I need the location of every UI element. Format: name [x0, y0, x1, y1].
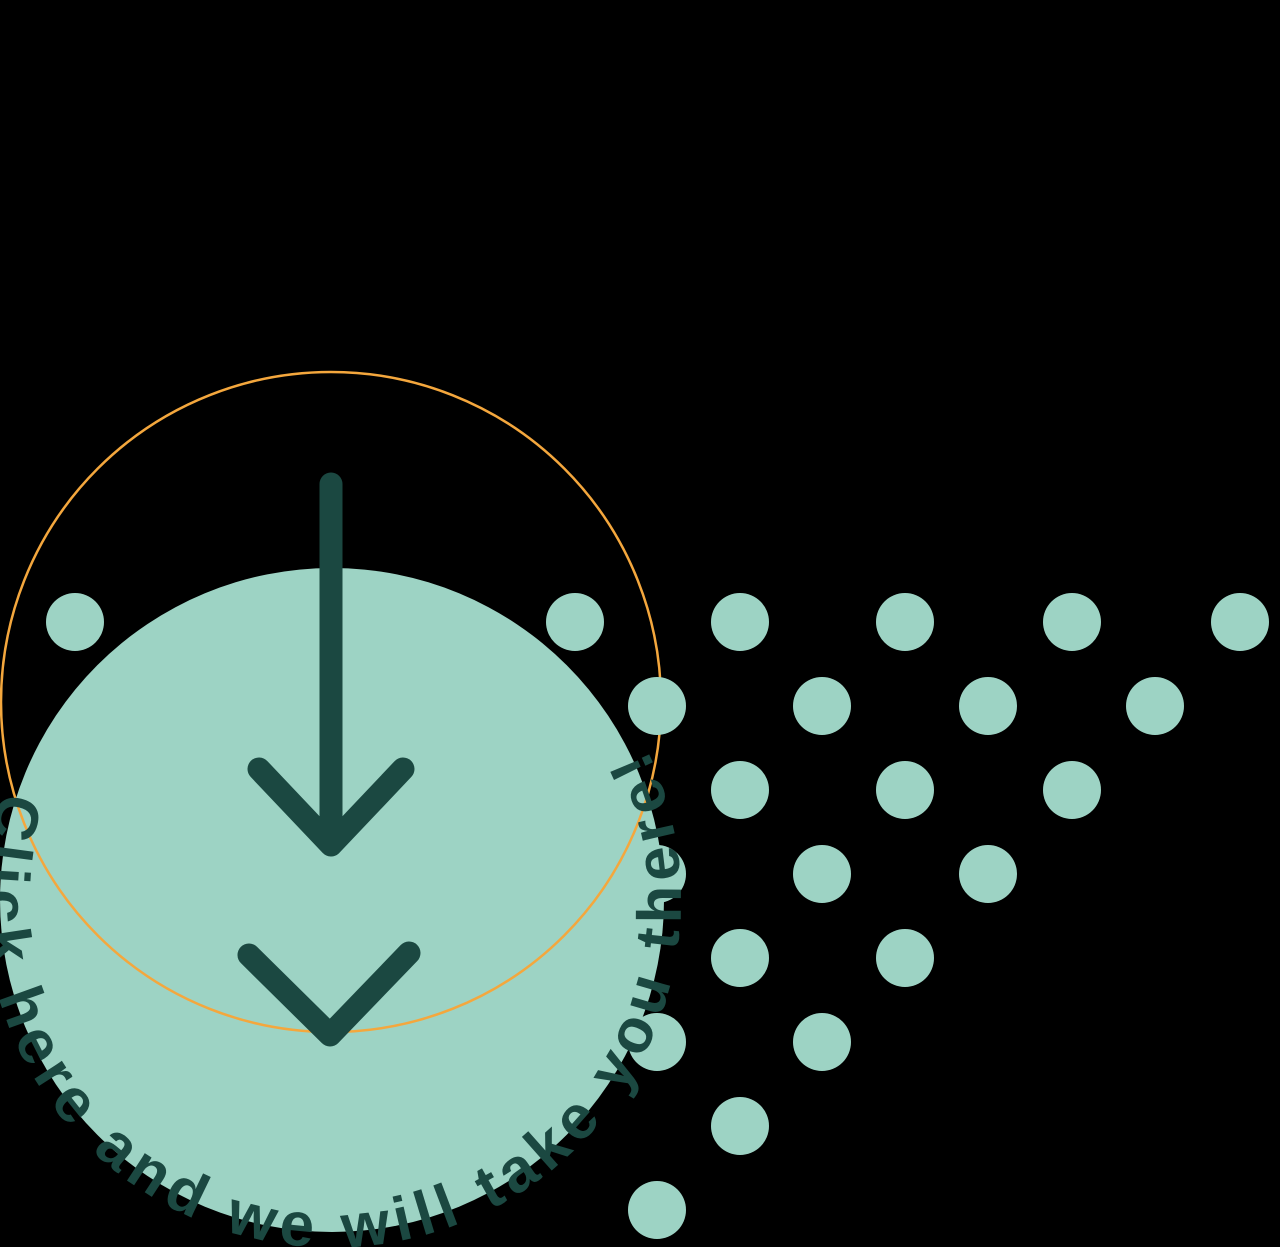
- arrow-down-icon: [247, 472, 415, 857]
- dot: [959, 845, 1017, 903]
- chevron-down-icon: [237, 941, 421, 1047]
- dot: [711, 929, 769, 987]
- dot: [546, 593, 604, 651]
- dot: [959, 677, 1017, 735]
- dot: [628, 1013, 686, 1071]
- dot: [711, 761, 769, 819]
- dot: [876, 761, 934, 819]
- dot: [1211, 593, 1269, 651]
- dot: [1126, 677, 1184, 735]
- dot: [1043, 593, 1101, 651]
- dot: [628, 677, 686, 735]
- dot: [711, 593, 769, 651]
- dot: [876, 929, 934, 987]
- dot: [793, 845, 851, 903]
- dot: [628, 845, 686, 903]
- cta-circle[interactable]: [0, 568, 664, 1232]
- dot: [1043, 761, 1101, 819]
- dot-pattern: [46, 593, 1269, 1239]
- dot: [793, 1013, 851, 1071]
- dot: [46, 593, 104, 651]
- dot: [793, 677, 851, 735]
- dot: [628, 1181, 686, 1239]
- dot: [711, 1097, 769, 1155]
- dot: [876, 593, 934, 651]
